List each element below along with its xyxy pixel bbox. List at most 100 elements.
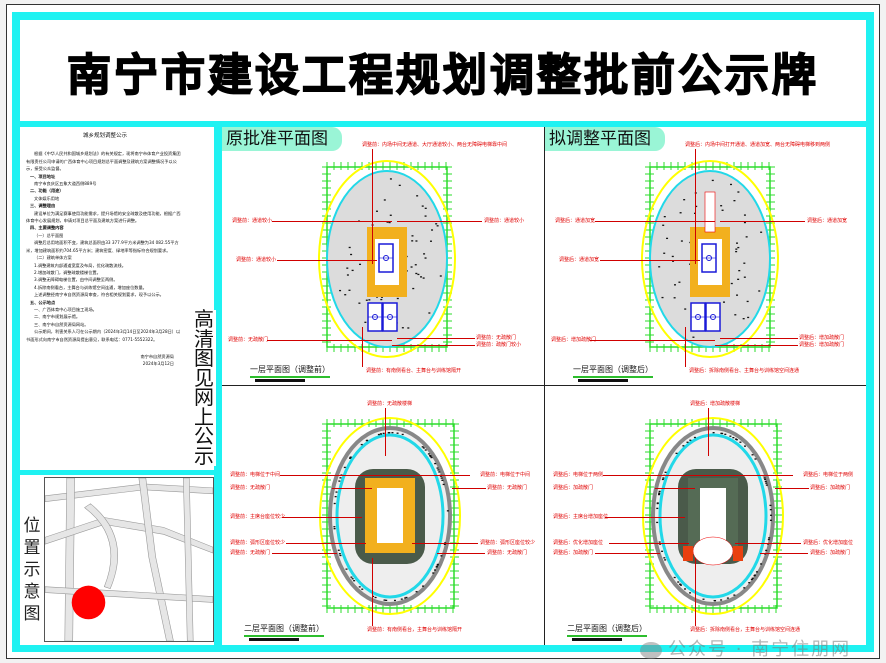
plan-detail — [344, 467, 346, 468]
plan-detail — [769, 505, 771, 506]
notice-date: 2024年3月12日 — [26, 360, 184, 367]
plan-detail — [350, 456, 352, 457]
plan-detail — [391, 432, 393, 433]
plan-detail — [437, 467, 439, 468]
plan-detail — [366, 300, 368, 301]
plan-detail — [727, 597, 729, 598]
leader-line — [280, 475, 470, 476]
plan-detail — [434, 463, 436, 464]
annotation-label: 调整后：加疏散门 — [553, 550, 593, 556]
plan-detail — [401, 598, 403, 599]
notice-paragraph: 根据《中华人民共和国城乡规划法》的有关规定，现将南宁市体育产业投资集团有限责任公… — [26, 150, 184, 172]
plan-detail — [338, 480, 340, 481]
plan-detail — [730, 184, 732, 185]
plan-detail — [425, 257, 427, 258]
annotation-label: 调整后：加疏散门 — [553, 485, 593, 491]
location-map — [44, 477, 214, 642]
plan-detail — [334, 503, 336, 504]
plan-detail — [420, 276, 422, 277]
plan-detail — [679, 584, 681, 585]
leader-line — [397, 338, 475, 339]
annotation-label: 调整后：优化增加座位 — [553, 540, 603, 546]
annotation-label: 调整前：主席台座位较少 — [230, 514, 285, 520]
annotation-label: 调整后：通道加宽 — [555, 218, 595, 224]
annotation-label: 调整后：内场中间打开通道、通道加宽、两台无障碍电梯移到两侧 — [685, 142, 830, 148]
scale-bar — [578, 379, 628, 382]
annotation-label: 调整前：无疏散门 — [487, 550, 527, 556]
plan-detail — [684, 308, 686, 309]
plan-detail — [764, 479, 766, 480]
plan-detail — [754, 575, 756, 576]
plan-detail — [443, 484, 445, 485]
plan-detail — [743, 587, 745, 588]
annotation-label: 调整后：拆除南侧看台，主舞台与训练馆空间连通 — [690, 627, 800, 633]
plan-detail — [682, 445, 684, 446]
plan-detail — [335, 491, 337, 492]
plan-detail — [674, 297, 676, 298]
plan-detail — [375, 597, 377, 598]
notice-paragraph: 上述调整经南宁市自然资源局审查，符合相关规划要求，现予以公示。 — [26, 291, 184, 298]
plan-detail — [412, 288, 414, 289]
scale-bar — [572, 638, 622, 641]
plan-detail — [770, 520, 772, 521]
plan-detail — [345, 568, 347, 569]
plan-detail — [748, 582, 750, 583]
plan-detail — [737, 247, 739, 248]
notice-paragraph: 调整后总用地面积不变，建筑总面积由33 377.9平方米调整为34 082.55… — [26, 239, 184, 254]
leader-line — [412, 543, 478, 544]
annotation-label: 调整前：疏散门较小 — [476, 342, 521, 348]
plan-detail — [768, 539, 770, 540]
leader-line — [595, 221, 715, 222]
plan-detail — [425, 449, 427, 450]
annotation-label: 调整前：无疏散门 — [230, 550, 270, 556]
plan-detail — [339, 290, 341, 291]
plan-detail — [658, 266, 660, 267]
plan-detail — [765, 481, 767, 482]
plan-detail — [659, 491, 661, 492]
plan-detail — [743, 318, 745, 319]
plan-detail — [441, 477, 443, 478]
annotation-label: 调整前：电梯位于中间 — [480, 472, 530, 478]
plan-detail — [662, 225, 664, 226]
leader-line — [372, 149, 373, 264]
plan-detail — [353, 580, 355, 581]
plan-detail — [339, 553, 341, 554]
plan-detail — [724, 434, 726, 435]
opened-area — [693, 537, 733, 565]
scale-bar — [255, 379, 305, 382]
annotation-label: 调整前：无疏散门 — [230, 485, 270, 491]
plan-detail — [364, 322, 366, 323]
plan-detail — [694, 437, 696, 438]
plan-detail — [752, 578, 754, 579]
plan-detail — [349, 458, 351, 459]
annotation-label: 调整后：加疏散门 — [810, 550, 850, 556]
annotation-label: 调整前：无疏散门 — [476, 335, 516, 341]
plan-detail — [732, 437, 734, 438]
notice-paragraph: 文体娱乐用地 — [26, 195, 184, 202]
arena-floor — [700, 488, 726, 543]
plan-detail — [422, 205, 424, 206]
plan-detail — [765, 483, 767, 484]
plan-detail — [663, 557, 665, 558]
notice-paragraph: 3.调整无障碍电梯位置，由中间调整至两侧。 — [26, 276, 184, 283]
notice-signature: 南宁市自然资源局 — [26, 353, 184, 360]
plan-caption: 一层平面图（调整后） — [573, 364, 653, 378]
plan-detail — [380, 433, 382, 434]
plan-detail — [752, 454, 754, 455]
annotation-label: 调整前：有南侧看台，主舞台与训练馆隔开 — [367, 627, 462, 633]
plan-detail — [720, 433, 722, 434]
leader-line — [715, 345, 798, 346]
plan-detail — [416, 591, 418, 592]
plan-detail — [402, 327, 404, 328]
plan-detail — [683, 199, 685, 200]
scale-bar — [249, 638, 299, 641]
plan-detail — [347, 274, 349, 275]
plan-detail — [368, 299, 370, 300]
plan-detail — [425, 215, 427, 216]
leader-line — [272, 221, 392, 222]
annotation-label: 调整前：弧形区座位较少 — [230, 540, 285, 546]
plan-detail — [744, 445, 746, 446]
leader-line — [708, 408, 709, 456]
notice-paragraph: 二、南宁市规划展示馆。 — [26, 313, 184, 320]
notice-paragraph: 建设单位为满足赛事使用功能需求，提升场馆的安全疏散及使用功能，根据广西体育中心发… — [26, 210, 184, 225]
